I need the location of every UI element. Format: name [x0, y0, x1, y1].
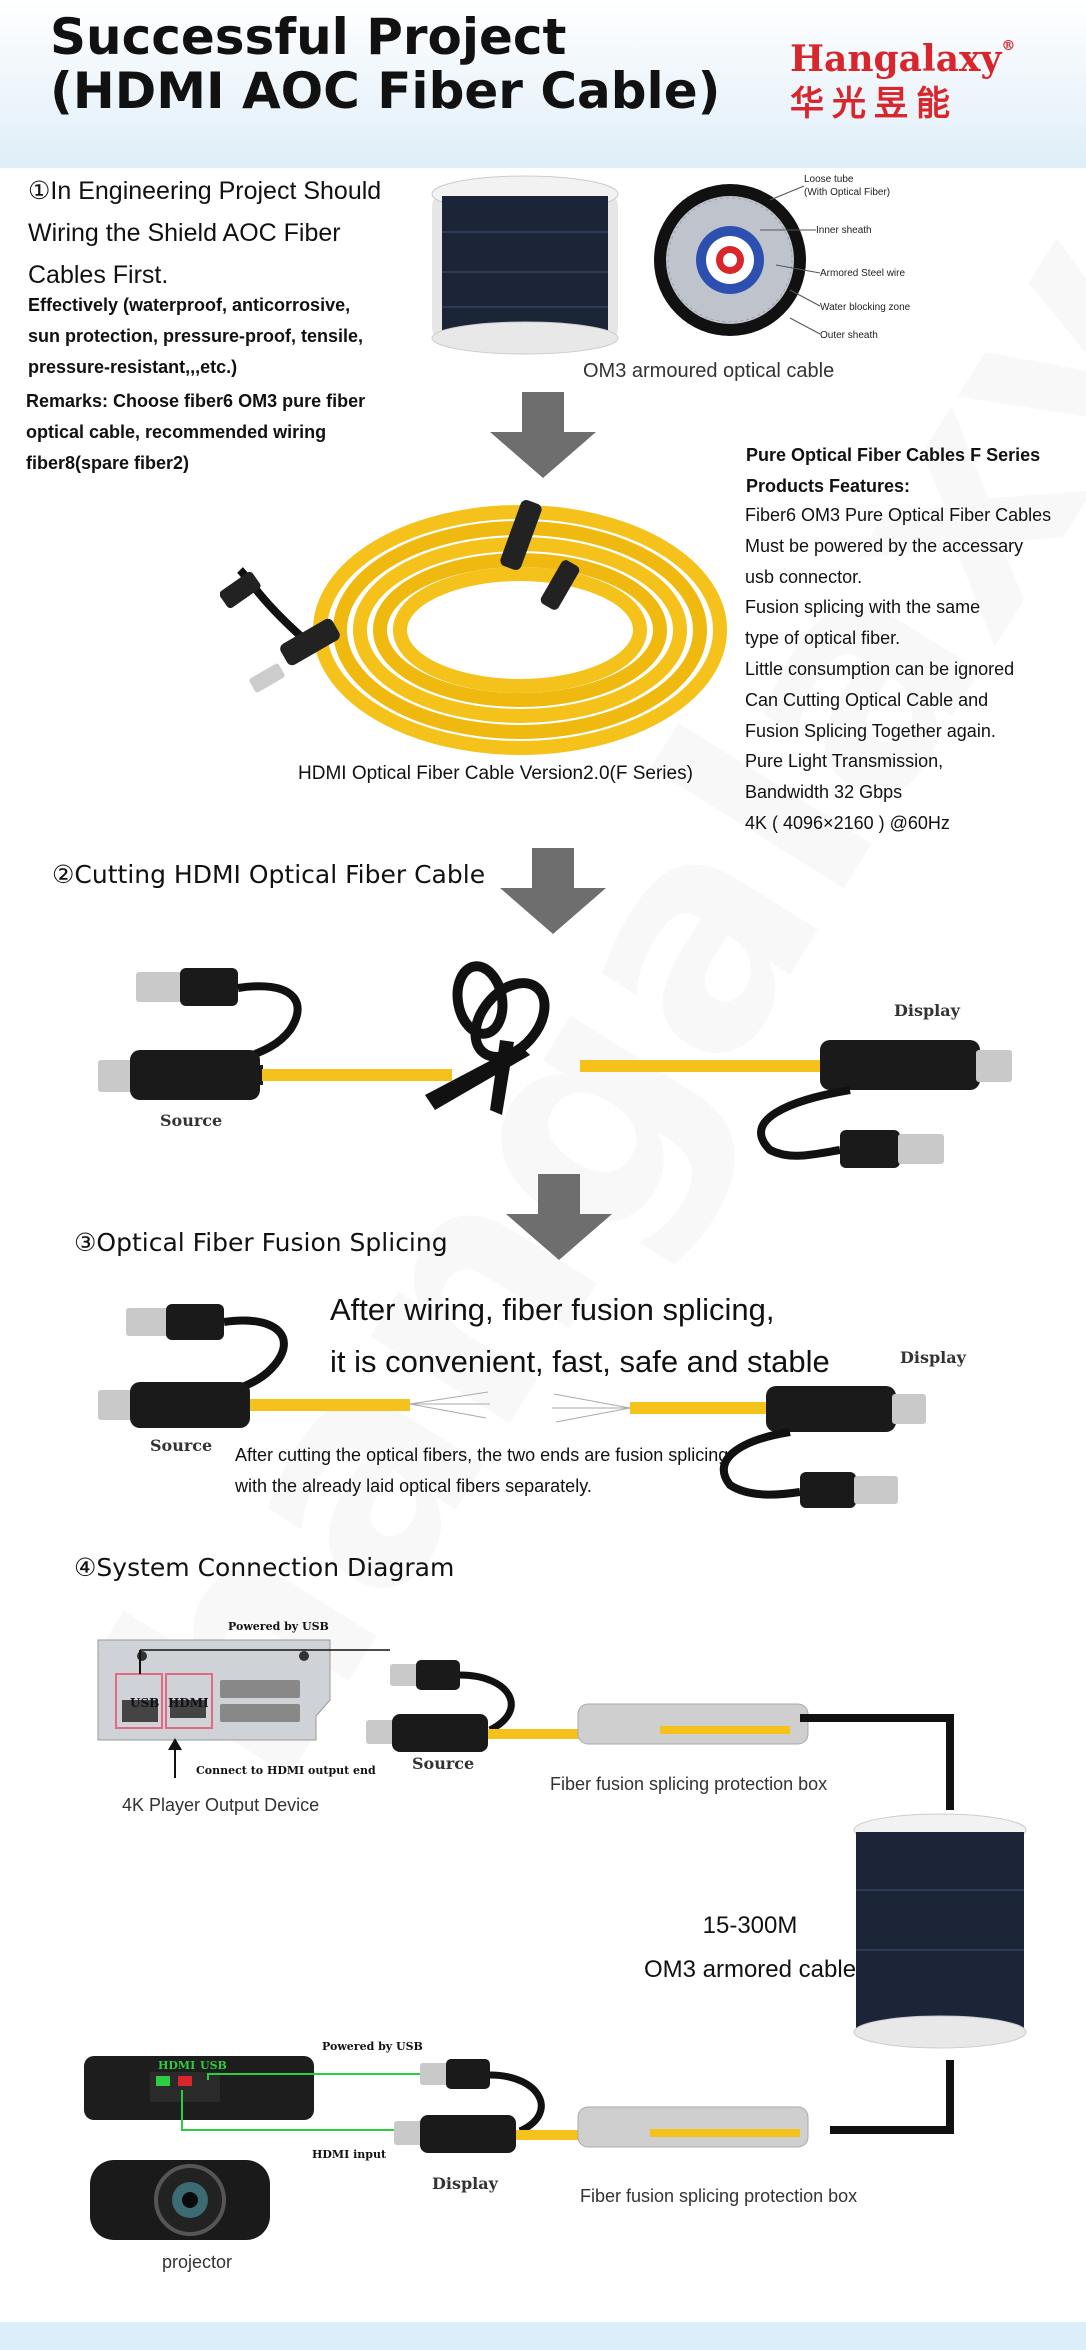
armored-link-cable [800, 1714, 954, 2134]
hdmi-input-label: HDMI input [312, 2148, 387, 2161]
section1-heading-line: Wiring the Shield AOC Fiber [28, 219, 341, 247]
cross-section-label: (With Optical Fiber) [804, 187, 891, 198]
section1-heading: ①In Engineering Project Should Wiring th… [28, 170, 381, 296]
page-title-line1: Successful Project [50, 8, 567, 66]
projector-image [84, 2056, 314, 2240]
coiled-fiber-cable-image [220, 500, 727, 755]
display-label-4: Display [432, 2174, 498, 2193]
fusion-splicing-image [98, 1304, 926, 1508]
powered-usb-bottom: Powered by USB [322, 2040, 423, 2053]
down-arrow-1 [490, 392, 596, 478]
down-arrow-2 [500, 848, 606, 934]
source-label-2: Source [160, 1111, 223, 1130]
section1-heading-line: Cables First. [28, 261, 169, 289]
cable-drum-image-2 [853, 1813, 1027, 2049]
up-arrow-hdmi [168, 1738, 182, 1778]
usb-port-label: USB [130, 1696, 160, 1710]
section1-remarks: Remarks: Choose fiber6 OM3 pure fiber op… [26, 386, 365, 479]
effect-line: Effectively (waterproof, anticorrosive, [28, 295, 351, 315]
projector-hdmi-label: HDMI [158, 2059, 196, 2072]
display-label-3: Display [900, 1348, 966, 1367]
page-title-line2: (HDMI AOC Fiber Cable) [50, 62, 721, 120]
features-title-line: Products Features: [746, 476, 911, 496]
effect-line: pressure-resistant,,,etc.) [28, 357, 238, 377]
cross-label-loose-tube: Loose tube (With Optical Fiber) [804, 173, 890, 199]
big-text-line: it is convenient, fast, safe and stable [330, 1344, 830, 1379]
display-label-2: Display [894, 1001, 960, 1020]
brand-reg: ® [1001, 38, 1016, 54]
armored-line: 15-300M [702, 1912, 798, 1939]
projector-usb-label: USB [200, 2059, 227, 2072]
remarks-line: optical cable, recommended wiring [26, 422, 327, 442]
features-title: Pure Optical Fiber Cables F Series Produ… [746, 440, 1040, 502]
feature-line: Fusion Splicing Together again. [745, 720, 996, 741]
section4-heading: ④System Connection Diagram [74, 1553, 455, 1582]
cross-label-outer: Outer sheath [820, 330, 878, 341]
feature-line: type of optical fiber. [745, 628, 901, 649]
cut-cable-image [98, 961, 1012, 1168]
armored-cable-label: 15-300M OM3 armored cable [635, 1904, 865, 1992]
graphics-card-image [97, 1639, 390, 1741]
green-connection-lines [181, 2073, 428, 2131]
feature-line: 4K ( 4096×2160 ) @60Hz [745, 812, 950, 833]
cross-label-armored: Armored Steel wire [820, 268, 906, 279]
header-band [0, 0, 1086, 168]
brand-logo: Hangalaxy® 华光昱能 [790, 38, 1015, 125]
feature-line: Can Cutting Optical Cable and [745, 689, 989, 710]
cross-section-label: Loose tube [804, 174, 854, 185]
cross-label-water: Water blocking zone [820, 302, 911, 313]
feature-line: Bandwidth 32 Gbps [745, 782, 903, 803]
source-label-4: Source [412, 1754, 475, 1773]
player-caption: 4K Player Output Device [122, 1795, 320, 1815]
section3-note: After cutting the optical fibers, the tw… [235, 1440, 728, 1502]
brand-name: Hangalaxy [790, 38, 1002, 80]
features-list: Fiber6 OM3 Pure Optical Fiber Cables Mus… [745, 500, 1051, 839]
section3-heading: ③Optical Fiber Fusion Splicing [74, 1228, 448, 1257]
connect-hdmi-label: Connect to HDMI output end [196, 1764, 376, 1777]
cable-caption-top: OM3 armoured optical cable [583, 360, 835, 382]
feature-line: Fiber6 OM3 Pure Optical Fiber Cables [745, 505, 1052, 525]
source-cable-image [366, 1660, 809, 1752]
cable-cross-section-image [654, 184, 806, 336]
hdmi-port-label: HDMI [168, 1696, 209, 1710]
note-line: After cutting the optical fibers, the tw… [235, 1445, 729, 1465]
feature-line: Fusion splicing with the same [745, 597, 981, 618]
cable-drum-image [431, 175, 619, 355]
cross-section-leader-lines [760, 185, 821, 335]
section2-heading: ②Cutting HDMI Optical Fiber Cable [52, 860, 486, 889]
box-caption-bottom: Fiber fusion splicing protection box [580, 2186, 858, 2206]
remarks-line: Remarks: Choose fiber6 OM3 pure fiber [26, 391, 366, 411]
brand-chinese: 华光昱能 [790, 84, 958, 124]
feature-line: Pure Light Transmission, [745, 751, 944, 772]
box-caption-top: Fiber fusion splicing protection box [550, 1774, 828, 1794]
powered-usb-top: Powered by USB [228, 1620, 329, 1633]
product-caption: HDMI Optical Fiber Cable Version2.0(F Se… [298, 763, 693, 784]
source-label-3: Source [150, 1436, 213, 1455]
feature-line: Must be powered by the accessary [745, 535, 1024, 556]
feature-line: usb connector. [745, 566, 863, 587]
big-text-line: After wiring, fiber fusion splicing, [330, 1292, 775, 1327]
note-line: with the already laid optical fibers sep… [235, 1476, 592, 1496]
display-cable-image [394, 2059, 809, 2153]
remarks-line: fiber8(spare fiber2) [26, 453, 190, 473]
cross-label-inner-sheath: Inner sheath [816, 225, 872, 236]
armored-line: OM3 armored cable [643, 1956, 857, 1983]
feature-line: Little consumption can be ignored [745, 658, 1015, 679]
effect-line: sun protection, pressure-proof, tensile, [28, 326, 364, 346]
footer-band [0, 2322, 1086, 2350]
projector-caption: projector [162, 2252, 233, 2272]
section1-effects: Effectively (waterproof, anticorrosive, … [28, 290, 363, 383]
down-arrow-3 [506, 1174, 612, 1260]
section3-big-text: After wiring, fiber fusion splicing, it … [330, 1284, 830, 1388]
features-title-line: Pure Optical Fiber Cables F Series [746, 445, 1041, 465]
section1-heading-line: ①In Engineering Project Should [28, 177, 382, 205]
